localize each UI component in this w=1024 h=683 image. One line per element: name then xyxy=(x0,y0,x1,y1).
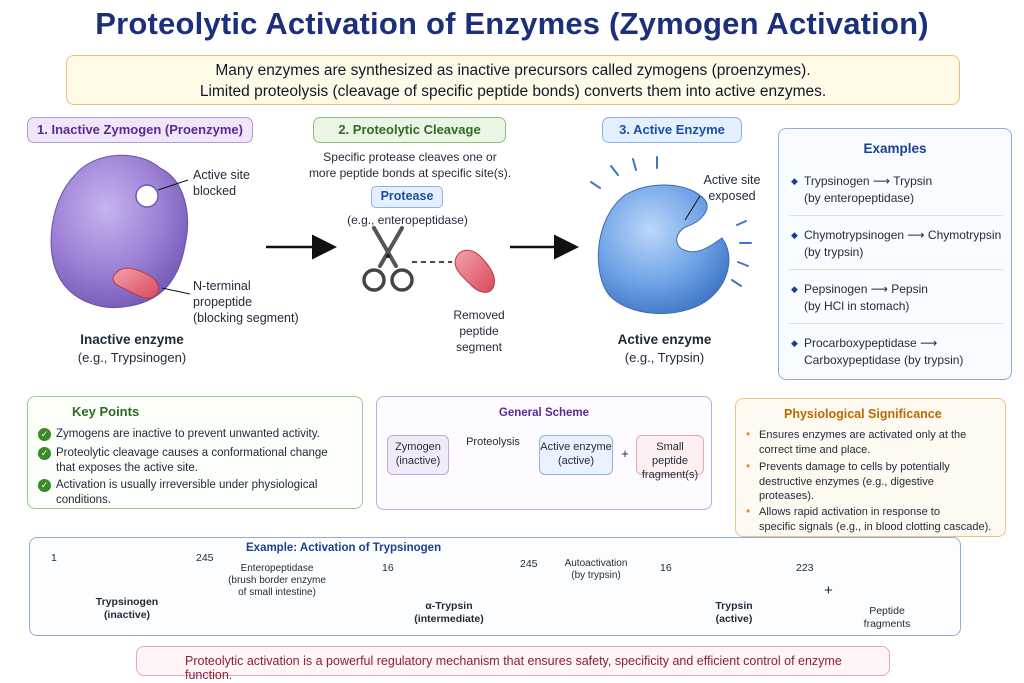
check-icon: ✓ xyxy=(38,447,51,460)
active-site-blocked-label: Active site blocked xyxy=(193,168,250,198)
label-line-propeptide xyxy=(161,287,191,295)
scheme-zymogen-box: Zymogen (inactive) xyxy=(387,435,449,475)
label-line-active-site xyxy=(157,179,189,191)
trypsin-label: Trypsin (active) xyxy=(715,600,753,625)
active-enzyme-caption: Active enzyme (e.g., Trypsin) xyxy=(617,332,712,365)
physiological-title: Physiological Significance xyxy=(784,407,942,421)
footer-text: Proteolytic activation is a powerful reg… xyxy=(185,654,842,682)
example-item: ◆ Chymotrypsinogen ⟶ Chymotrypsin (by tr… xyxy=(791,228,1002,259)
key-points-panel: Key Points ✓ Zymogens are inactive to pr… xyxy=(27,396,363,509)
key-point-item: ✓ Proteolytic cleavage causes a conforma… xyxy=(38,446,358,476)
trypsinogen-label: Trypsinogen (inactive) xyxy=(95,596,159,621)
examples-title: Examples xyxy=(863,141,927,156)
diamond-bullet-icon: ◆ xyxy=(791,338,798,348)
divider xyxy=(789,269,1003,270)
bullet-icon: • xyxy=(746,504,751,518)
active-site-exposed-label: Active site exposed xyxy=(703,173,761,203)
physiological-item: • Ensures enzymes are activated only at … xyxy=(746,427,967,456)
divider xyxy=(789,323,1003,324)
removed-peptide-label: Removed peptide segment xyxy=(453,308,505,354)
enteropeptidase-label: Enteropeptidase (brush border enzyme of … xyxy=(228,563,326,598)
bullet-icon: • xyxy=(746,459,751,473)
bullet-icon: • xyxy=(746,427,751,441)
page-title: Proteolytic Activation of Enzymes (Zymog… xyxy=(95,6,929,41)
step-3-label: 3. Active Enzyme xyxy=(602,117,742,143)
check-icon: ✓ xyxy=(38,428,51,441)
activity-rays xyxy=(590,156,752,287)
zymogen-molecule xyxy=(50,154,188,308)
alpha-trypsin-label: α-Trypsin (intermediate) xyxy=(414,600,484,625)
key-point-item: ✓ Zymogens are inactive to prevent unwan… xyxy=(38,427,358,442)
trypsin-residue-16-label: 16 xyxy=(660,562,672,574)
step-2-label: 2. Proteolytic Cleavage xyxy=(313,117,506,143)
intro-line-1: Many enzymes are synthesized as inactive… xyxy=(215,62,811,79)
key-points-title: Key Points xyxy=(72,404,140,419)
example-item: ◆ Pepsinogen ⟶ Pepsin (by HCl in stomach… xyxy=(791,282,928,313)
blocked-active-site xyxy=(135,184,159,208)
active-enzyme-molecule xyxy=(597,184,730,315)
trypsinogen-example-title: Example: Activation of Trypsinogen xyxy=(246,542,442,554)
check-icon: ✓ xyxy=(38,479,51,492)
examples-panel: Examples ◆ Trypsinogen ⟶ Trypsin (by ent… xyxy=(778,128,1012,380)
autoactivation-label: Autoactivation (by trypsin) xyxy=(564,558,628,581)
diamond-bullet-icon: ◆ xyxy=(791,284,798,294)
scheme-active-box: Active enzyme (active) xyxy=(539,435,613,475)
residue-1-label: 1 xyxy=(51,552,57,564)
diamond-bullet-icon: ◆ xyxy=(791,176,798,186)
trypsin-residue-223-label: 223 xyxy=(796,562,814,574)
alpha-residue-245-label: 245 xyxy=(520,558,538,570)
protease-badge: Protease xyxy=(371,186,443,208)
cleavage-description: Specific protease cleaves one or more pe… xyxy=(308,150,512,180)
inactive-enzyme-caption: Inactive enzyme (e.g., Trypsinogen) xyxy=(77,332,187,365)
protease-example: (e.g., enteropeptidase) xyxy=(347,213,468,227)
physiological-panel: Physiological Significance • Ensures enz… xyxy=(735,398,1006,537)
divider xyxy=(789,215,1003,216)
example-item: ◆ Procarboxypeptidase ⟶ Carboxypeptidase… xyxy=(791,336,964,367)
key-point-item: ✓ Activation is usually irreversible und… xyxy=(38,478,358,508)
scheme-proteolysis-label: Proteolysis xyxy=(466,436,520,448)
trypsinogen-example-panel: Example: Activation of Trypsinogen xyxy=(29,537,961,636)
scheme-plus: + xyxy=(621,446,629,461)
propeptide-segment xyxy=(112,267,160,299)
intro-box: Many enzymes are synthesized as inactive… xyxy=(66,55,960,105)
physiological-item: • Allows rapid activation in response to… xyxy=(746,504,992,533)
removed-peptide xyxy=(454,249,495,293)
residue-245-label: 245 xyxy=(196,552,214,564)
propeptide-label: N-terminal propeptide (blocking segment) xyxy=(193,279,299,325)
footer-note: Proteolytic activation is a powerful reg… xyxy=(136,646,890,682)
scheme-fragment-box: Small peptide fragment(s) xyxy=(636,435,704,481)
scissors-icon xyxy=(362,226,414,292)
step-1-label: 1. Inactive Zymogen (Proenzyme) xyxy=(27,117,253,143)
example-item: ◆ Trypsinogen ⟶ Trypsin (by enteropeptid… xyxy=(791,174,933,205)
label-line-exposed-site xyxy=(684,195,701,221)
general-scheme-title: General Scheme xyxy=(498,407,590,419)
intro-line-2: Limited proteolysis (cleavage of specifi… xyxy=(199,83,827,100)
peptide-fragments-label: Peptide fragments xyxy=(863,605,911,630)
alpha-residue-16-label: 16 xyxy=(382,562,394,574)
diamond-bullet-icon: ◆ xyxy=(791,230,798,240)
physiological-item: • Prevents damage to cells by potentiall… xyxy=(746,459,950,502)
plus-sign: + xyxy=(824,582,833,599)
general-scheme-panel: General Scheme Zymogen (inactive) Proteo… xyxy=(376,396,712,510)
